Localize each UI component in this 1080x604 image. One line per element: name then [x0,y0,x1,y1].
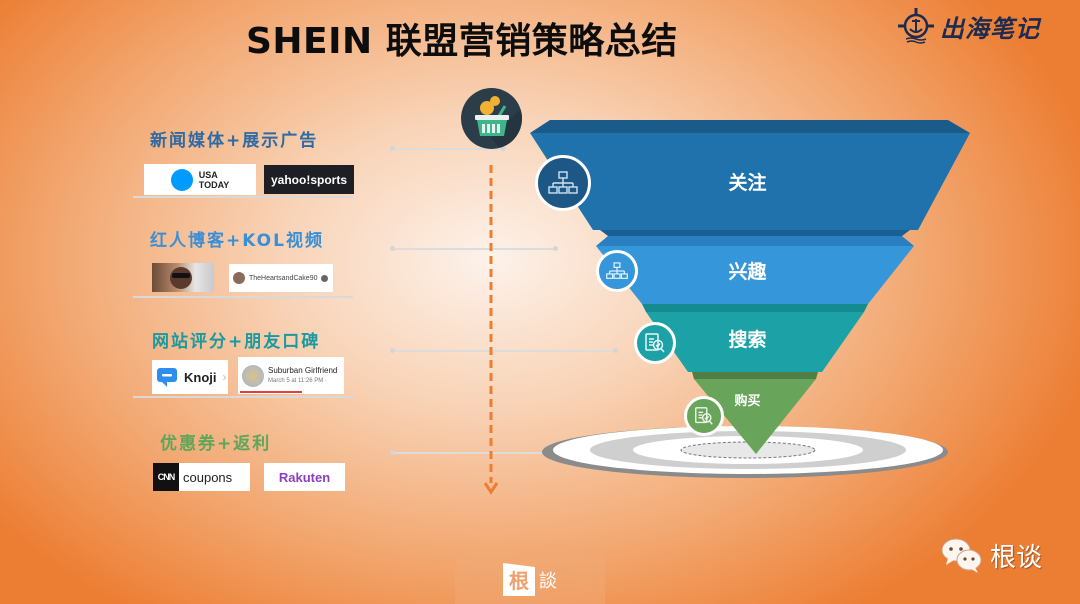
funnel-stage-interest: 兴趣 [728,261,767,283]
reviewer-avatar [242,364,264,387]
channel-avatar [233,272,245,284]
wechat-account-name: 根谈 [990,542,1043,573]
down-arrow [483,165,499,495]
funnel-stage-attention: 关注 [728,172,767,194]
brand-name: 出海笔记 [940,13,1040,43]
hierarchy-icon [596,250,638,292]
youtube-channel-badge: TheHeartsandCake90 [229,264,333,292]
document-search-icon [684,396,724,436]
funnel-stage-purchase: 购买 [734,394,761,409]
knoji-chat-icon [157,368,177,387]
funnel-stage-search: 搜索 [728,329,767,351]
wechat-watermark: 根谈 [940,535,1042,575]
brand-logo: 出海笔记 [896,6,1040,46]
funnel [530,120,970,454]
yahoo-sports-logo: yahoo!sports [264,165,354,194]
knoji-logo: Knoji › [152,360,228,394]
channel-label-reviews: 网站评分+朋友口碑 [152,332,321,352]
shopping-basket-coins-icon [461,88,522,149]
usa-today-circle-icon [170,168,193,191]
channel-label-news: 新闻媒体+展示广告 [150,131,319,151]
wechat-icon [941,538,982,573]
footer-logo: 根 談 [455,555,605,604]
target-disc [542,426,948,478]
divider [133,296,353,298]
verified-badge-icon [320,274,328,282]
divider [133,196,353,198]
divider [133,396,353,398]
document-search-icon [634,322,676,364]
facebook-review-card: Suburban Girlfriend March 5 at 11:26 PM … [238,357,344,394]
page-title: SHEIN 联盟营销策略总结 [246,21,678,62]
connector-line [390,246,558,251]
cnn-coupons-logo: CNN coupons [153,463,250,491]
influencer-photo [152,263,214,292]
rakuten-logo: Rakuten [264,463,345,491]
channel-label-coupons: 优惠券+返利 [160,434,272,454]
channel-label-influencer: 红人博客+KOL视频 [150,231,324,251]
ship-wheel-anchor-icon [898,8,934,44]
hierarchy-icon [535,155,591,211]
usa-today-logo: USA TODAY [144,164,256,195]
connector-line [390,146,506,151]
connector-line [390,348,618,353]
